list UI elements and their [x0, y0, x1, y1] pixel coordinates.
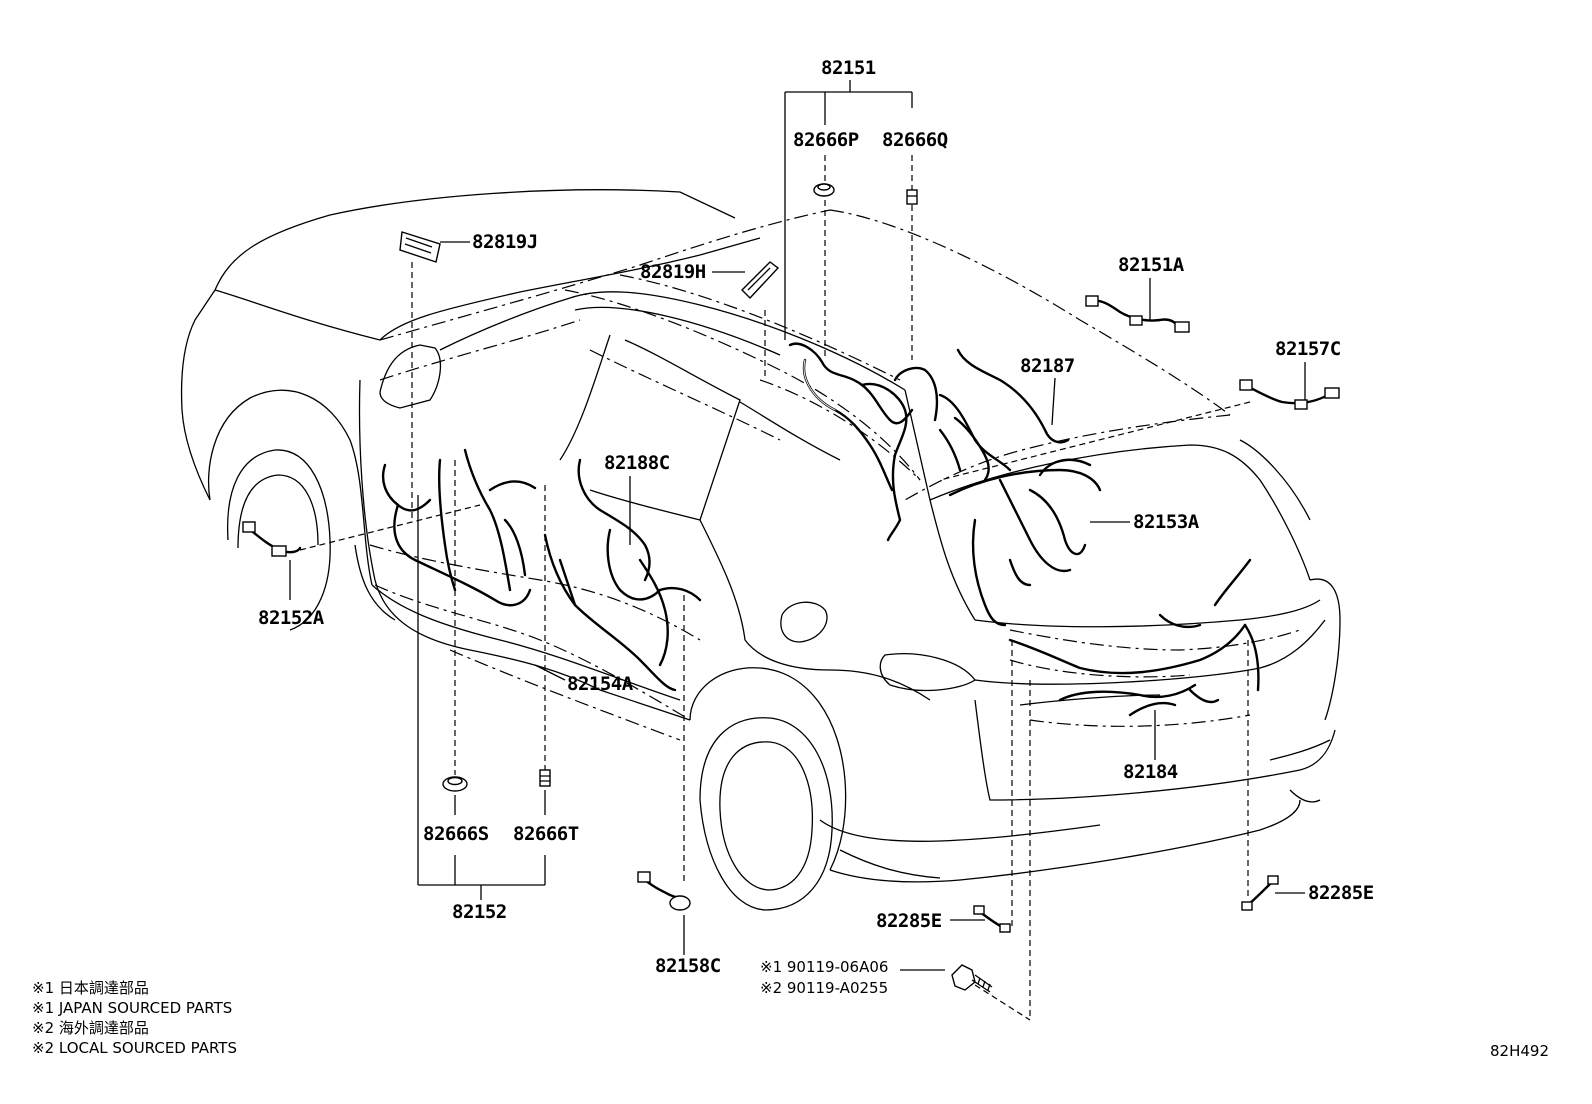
- label-82157C: 82157C: [1275, 338, 1341, 360]
- bolt-callout-2: ※2 90119-A0255: [760, 979, 888, 997]
- connector-82819H: [741, 261, 780, 300]
- legend-line-3: ※2 海外調達部品: [32, 1019, 149, 1037]
- part-labels: 82151 82666P 82666Q 82819J 82819H 82151A…: [258, 57, 1374, 977]
- label-82666T: 82666T: [513, 823, 579, 845]
- label-82819H: 82819H: [640, 261, 706, 283]
- label-82151: 82151: [821, 57, 876, 79]
- legend: ※1 日本調達部品 ※1 JAPAN SOURCED PARTS ※2 海外調達…: [32, 979, 237, 1057]
- label-82153A: 82153A: [1133, 511, 1200, 533]
- harness-82152A: [242, 521, 302, 557]
- harness-82158C: [637, 871, 691, 911]
- label-82154A: 82154A: [567, 673, 634, 695]
- harness-82285E-left: [973, 905, 1011, 933]
- label-82184: 82184: [1123, 761, 1178, 783]
- bolt-icon: [951, 964, 993, 993]
- label-82152: 82152: [452, 901, 507, 923]
- harness-front-door-82152: [381, 448, 537, 607]
- label-82188C: 82188C: [604, 452, 670, 474]
- vehicle-outline: [180, 189, 1341, 911]
- legend-line-2: ※1 JAPAN SOURCED PARTS: [32, 999, 232, 1017]
- grommet-82666S: [442, 776, 468, 792]
- harness-rear-door-82154A: [543, 528, 702, 692]
- clip-82666Q: [906, 189, 918, 205]
- dashed-reference-lines: [369, 209, 1301, 741]
- harness-82157C: [1239, 379, 1340, 410]
- bolt-callouts: ※1 90119-06A06 ※2 90119-A0255: [760, 958, 888, 997]
- harness-82187: [938, 348, 1070, 482]
- label-82151A: 82151A: [1118, 254, 1185, 276]
- bolt-callout-1: ※1 90119-06A06: [760, 958, 888, 976]
- harness-82151A: [1085, 295, 1190, 333]
- legend-line-1: ※1 日本調達部品: [32, 979, 149, 997]
- leader-lines: [289, 80, 1306, 1021]
- harness-tailgate-82184: [1008, 558, 1260, 717]
- label-82152A: 82152A: [258, 607, 325, 629]
- label-82285E-right: 82285E: [1308, 882, 1374, 904]
- legend-line-4: ※2 LOCAL SOURCED PARTS: [32, 1039, 237, 1057]
- label-82819J: 82819J: [472, 231, 538, 253]
- label-82666P: 82666P: [793, 129, 859, 151]
- label-82285E-left: 82285E: [876, 910, 942, 932]
- harness-rear-82153A: [948, 458, 1102, 627]
- label-82187: 82187: [1020, 355, 1075, 377]
- clip-82666T: [539, 769, 551, 787]
- label-82666S: 82666S: [423, 823, 489, 845]
- diagram-code: 82H492: [1490, 1042, 1549, 1060]
- harness-82188C: [577, 458, 651, 582]
- harness-82285E-right: [1241, 875, 1279, 911]
- label-82666Q: 82666Q: [882, 129, 948, 151]
- label-82158C: 82158C: [655, 955, 721, 977]
- grommet-82666P: [813, 183, 835, 197]
- connector-82819J: [399, 231, 441, 263]
